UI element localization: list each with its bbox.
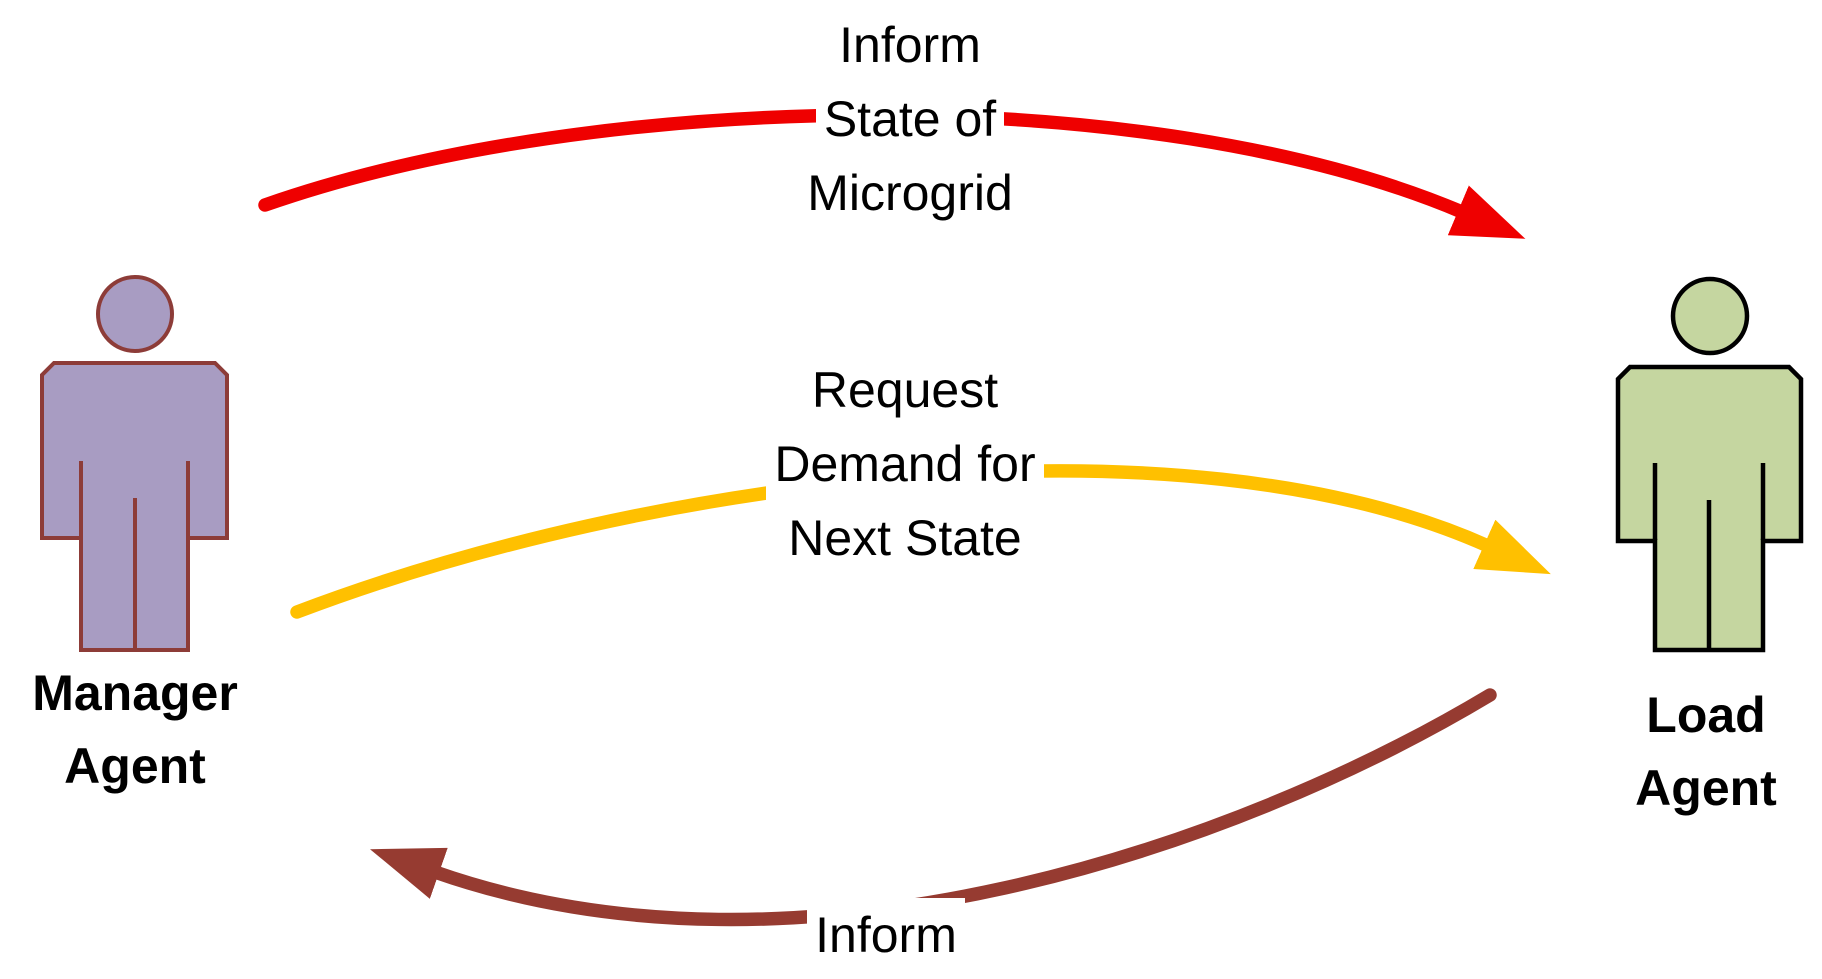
manager-body-detail-lines xyxy=(79,461,190,649)
arrow-inform-reply xyxy=(370,688,1497,927)
manager-agent-label: Manager Agent xyxy=(0,657,270,803)
message-label-request-demand: Request Demand for Next State xyxy=(755,353,1055,575)
message-line: Demand for xyxy=(766,427,1044,501)
message-line: Microgrid xyxy=(799,156,1021,230)
message-line: Next State xyxy=(780,501,1030,575)
load-body-detail-lines xyxy=(1652,463,1766,649)
message-line: Request xyxy=(803,353,1007,427)
manager-person-icon xyxy=(40,275,229,652)
message-label-inform-state: Inform State of Microgrid xyxy=(760,8,1060,230)
actor-label-line: Agent xyxy=(64,738,206,794)
actor-label-line: Load xyxy=(1646,687,1766,743)
load-agent-label: Load Agent xyxy=(1571,679,1822,825)
actor-label-line: Manager xyxy=(32,665,238,721)
load-head xyxy=(1670,276,1750,356)
message-line: Inform xyxy=(807,898,965,972)
message-label-inform-reply: Inform xyxy=(736,898,1036,972)
load-person-icon xyxy=(1615,276,1804,653)
message-line: State of xyxy=(815,82,1005,156)
message-line: Inform xyxy=(831,8,989,82)
manager-head xyxy=(96,275,174,353)
actor-label-line: Agent xyxy=(1635,760,1777,816)
